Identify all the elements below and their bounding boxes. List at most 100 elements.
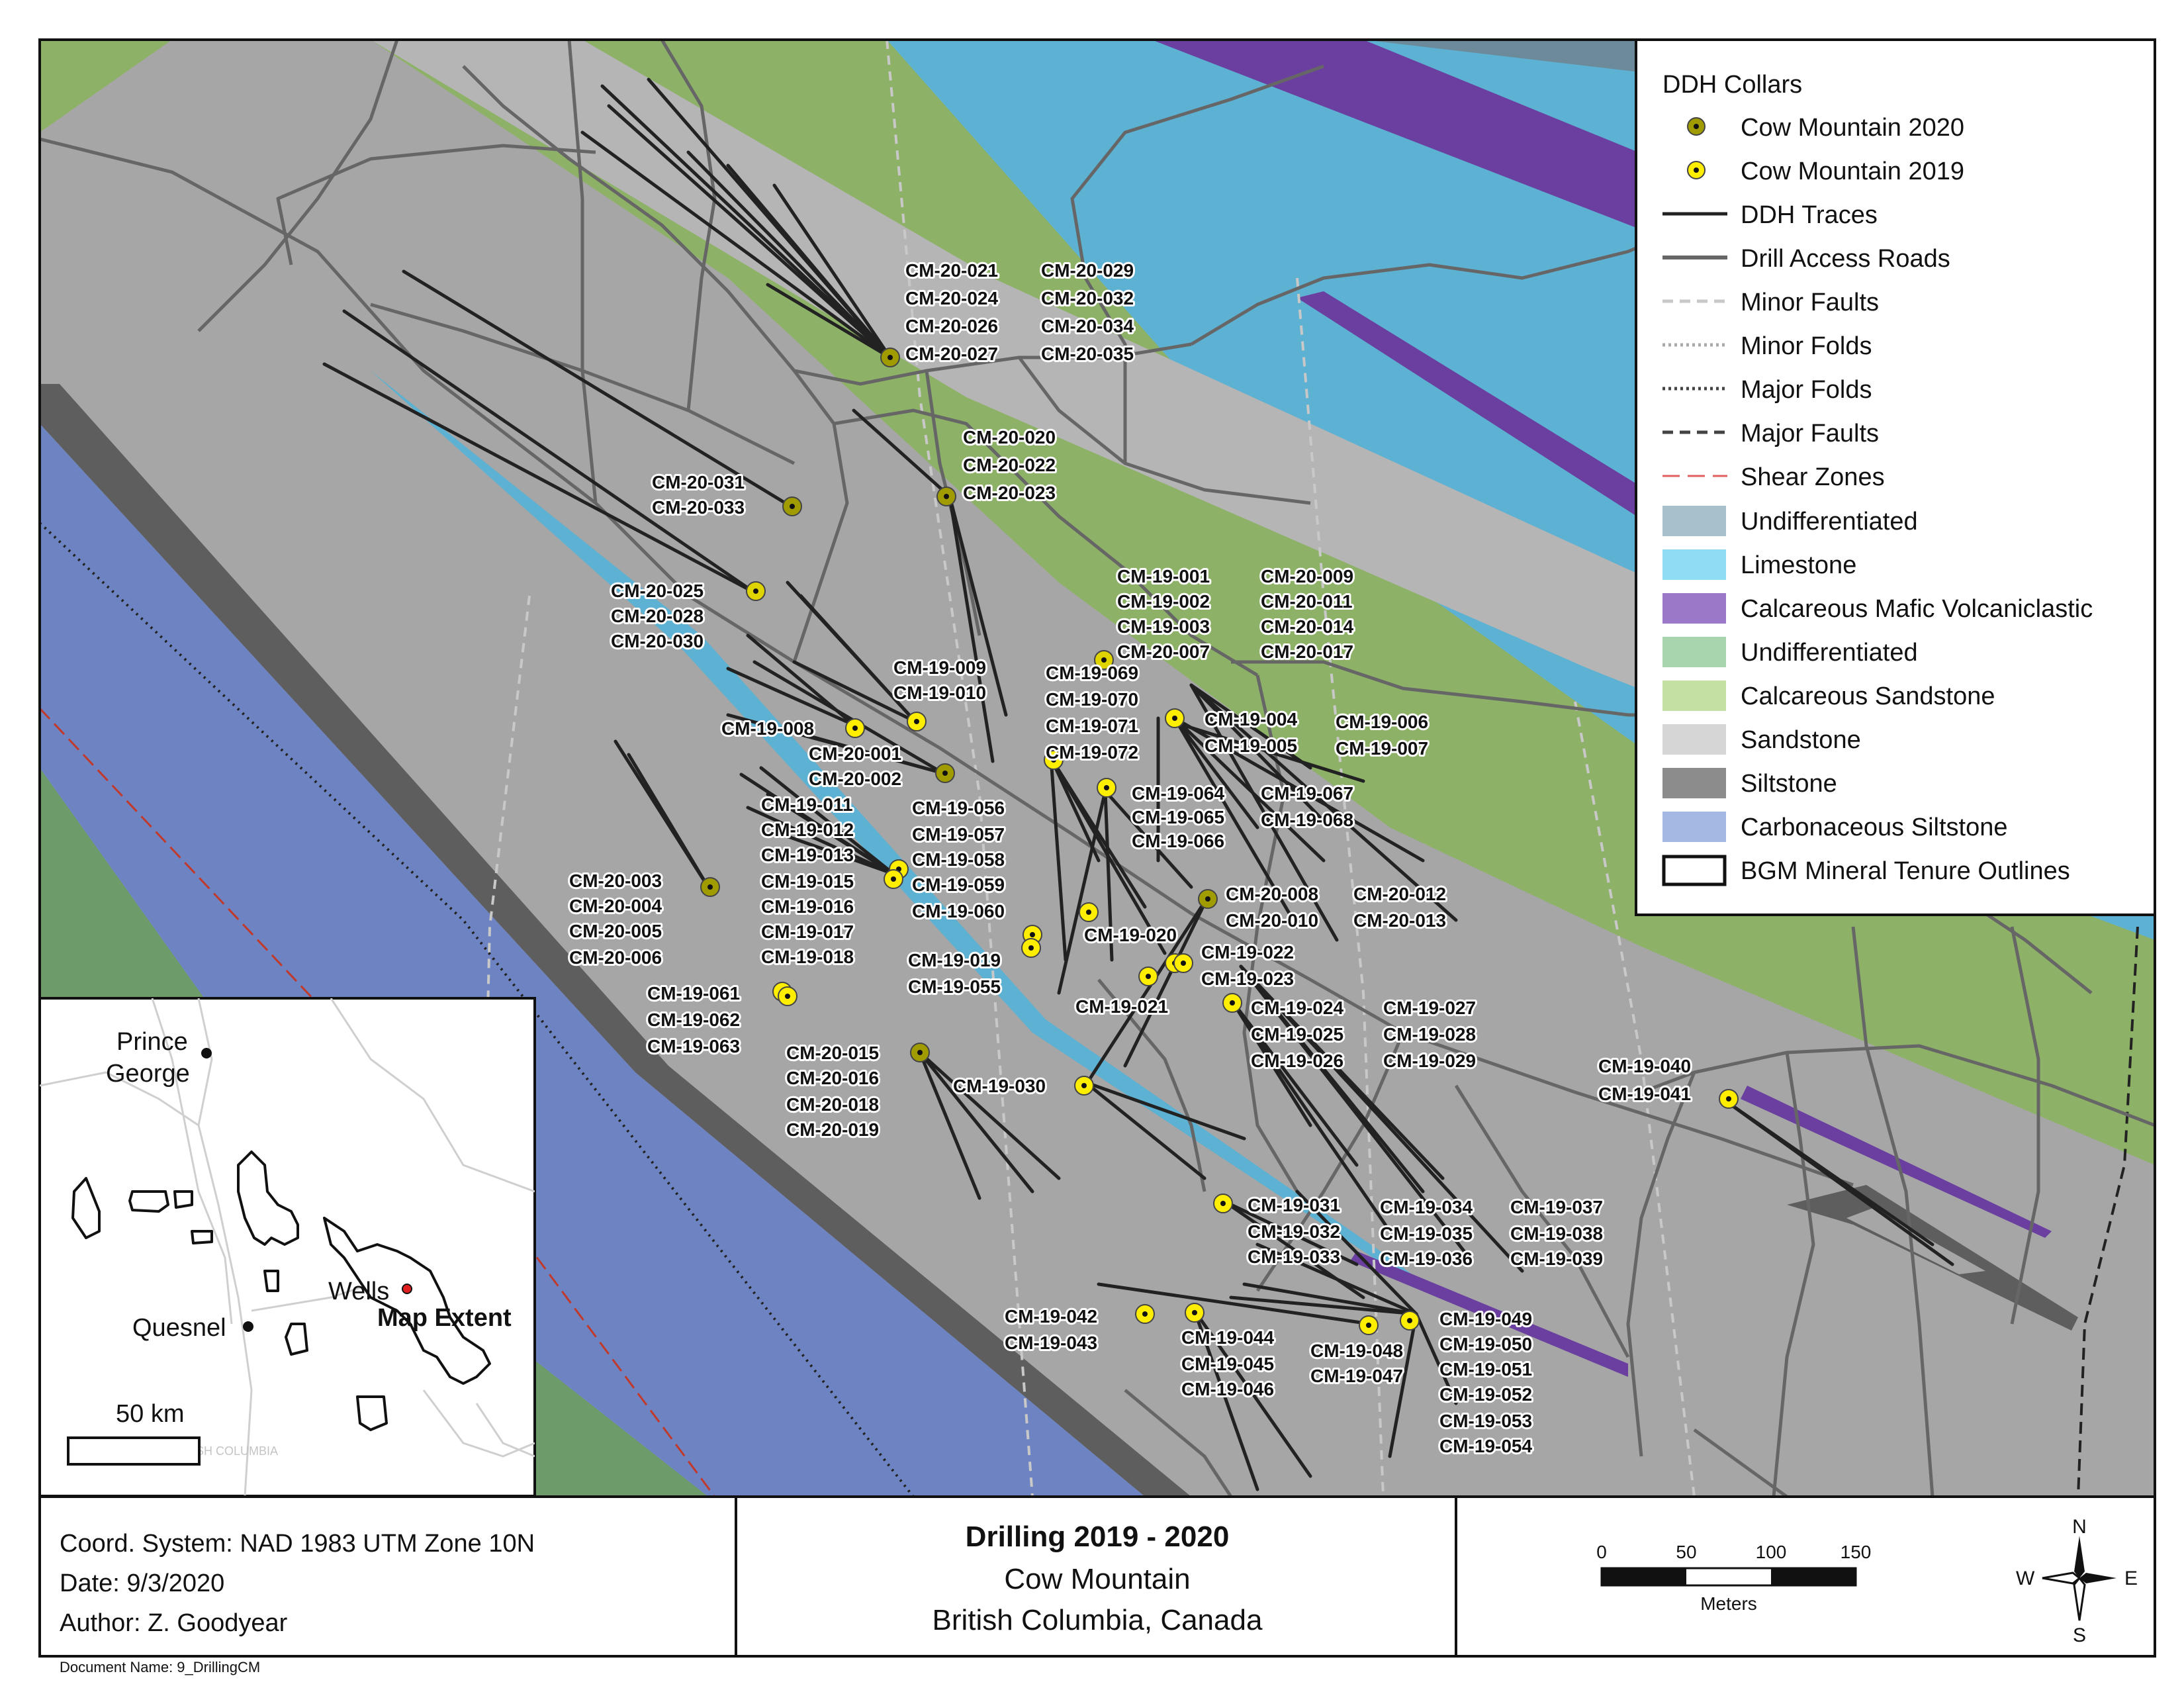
map-title: Drilling 2019 - 2020 bbox=[966, 1521, 1230, 1553]
legend-label: Carbonaceous Siltstone bbox=[1741, 814, 2007, 841]
inset-scale-label: 50 km bbox=[116, 1400, 184, 1428]
inset-map[interactable]: Prince George Quesnel Wells Map Extent B… bbox=[38, 997, 536, 1497]
legend-swatch bbox=[1662, 812, 1726, 842]
collar-2019[interactable] bbox=[1165, 708, 1185, 728]
minor-fault-4 bbox=[1574, 701, 1696, 1497]
collar-2020[interactable] bbox=[910, 1043, 930, 1062]
compass-east: E bbox=[2124, 1568, 2138, 1589]
inset-city-dot bbox=[201, 1048, 212, 1058]
collar-2020[interactable] bbox=[700, 877, 720, 897]
major-fold bbox=[40, 522, 915, 1497]
collar-2019[interactable] bbox=[1719, 1089, 1739, 1109]
collar-2019[interactable] bbox=[1074, 1076, 1094, 1096]
collar-2019[interactable] bbox=[1079, 902, 1099, 922]
legend-swatch bbox=[1662, 680, 1726, 711]
legend-swatch bbox=[1662, 637, 1726, 667]
siltstone-lens-light bbox=[1846, 1208, 1985, 1274]
inset-map-extent-label: Map Extent bbox=[377, 1304, 512, 1332]
collar-2019[interactable] bbox=[1222, 993, 1242, 1013]
north-arrow-icon: N S E W bbox=[2016, 1516, 2138, 1646]
legend-label: Undifferentiated bbox=[1741, 508, 1918, 536]
legend-label: Undifferentiated bbox=[1741, 639, 1918, 667]
inset-river bbox=[330, 998, 535, 1193]
collar-2019[interactable] bbox=[1138, 966, 1158, 986]
legend-swatch bbox=[1662, 768, 1726, 798]
legend-label: Sandstone bbox=[1741, 726, 1861, 754]
major-fault-east bbox=[2077, 926, 2139, 1497]
legend-label: Major Folds bbox=[1741, 376, 1872, 404]
collar-2019[interactable] bbox=[746, 581, 766, 601]
legend-heading: DDH Collars bbox=[1662, 71, 1802, 99]
collar-2019[interactable] bbox=[778, 986, 797, 1006]
inset-scale-bar bbox=[67, 1436, 201, 1466]
inset-place-quesnel: Quesnel bbox=[132, 1314, 226, 1342]
mafic-volcaniclastic-band-middle bbox=[1297, 291, 1668, 536]
legend-label: Siltstone bbox=[1741, 770, 1837, 798]
legend-symbol-collar-2020 bbox=[1687, 117, 1706, 136]
map-author: Author: Z. Goodyear bbox=[60, 1609, 288, 1637]
carbonaceous-siltstone-band bbox=[40, 424, 1145, 1497]
inset-place-prince-george-line2: George bbox=[106, 1060, 190, 1088]
collar-2020[interactable] bbox=[782, 496, 802, 516]
collar-2019[interactable] bbox=[1097, 778, 1116, 798]
legend-label: Minor Faults bbox=[1741, 289, 1879, 316]
legend-label: Calcareous Sandstone bbox=[1741, 682, 1995, 710]
collar-2019[interactable] bbox=[1213, 1194, 1233, 1213]
collar-2019[interactable] bbox=[845, 718, 865, 738]
legend-symbol-collar-2019 bbox=[1687, 161, 1706, 179]
scale-bar: 0 50 100 150 Meters bbox=[1596, 1542, 1871, 1614]
legend-label: Cow Mountain 2020 bbox=[1741, 114, 1964, 142]
collar-2019[interactable] bbox=[1135, 1304, 1155, 1324]
collar-2019[interactable] bbox=[1359, 1315, 1379, 1335]
collar-2019[interactable] bbox=[884, 869, 903, 889]
collar-2020[interactable] bbox=[880, 348, 900, 367]
inset-place-wells: Wells bbox=[328, 1278, 389, 1305]
inset-map-extent-marker bbox=[402, 1284, 412, 1294]
scale-tick: 0 bbox=[1596, 1542, 1607, 1562]
collar-label: CM-19-008 bbox=[721, 718, 814, 739]
collar-2019[interactable] bbox=[1021, 938, 1041, 958]
collar-2019[interactable] bbox=[1400, 1311, 1420, 1331]
legend-label: Shear Zones bbox=[1741, 463, 1885, 491]
collar-2019[interactable] bbox=[1185, 1303, 1205, 1323]
map-date: Date: 9/3/2020 bbox=[60, 1570, 224, 1597]
inset-road bbox=[475, 1403, 535, 1458]
collar-label: CM-19-020 bbox=[1084, 925, 1177, 945]
scale-tick: 150 bbox=[1841, 1542, 1872, 1562]
legend-swatch bbox=[1662, 549, 1726, 580]
legend-symbol-tenure-outline bbox=[1662, 855, 1727, 886]
collar-2019[interactable] bbox=[1173, 953, 1193, 973]
scale-tick: 50 bbox=[1676, 1542, 1696, 1562]
minor-fault-1 bbox=[886, 40, 1034, 1497]
collar-2019[interactable] bbox=[1094, 650, 1114, 670]
collar-2019[interactable] bbox=[1044, 750, 1064, 770]
collar-2019[interactable] bbox=[907, 712, 927, 731]
legend-label: Major Faults bbox=[1741, 420, 1879, 447]
collar-2020[interactable] bbox=[936, 487, 956, 506]
legend-label: Cow Mountain 2019 bbox=[1741, 158, 1964, 185]
collar-2020[interactable] bbox=[1198, 889, 1218, 909]
legend: DDH Collars Cow Mountain 2020 Cow Mounta… bbox=[1635, 38, 2156, 916]
collar-2020[interactable] bbox=[935, 763, 955, 783]
